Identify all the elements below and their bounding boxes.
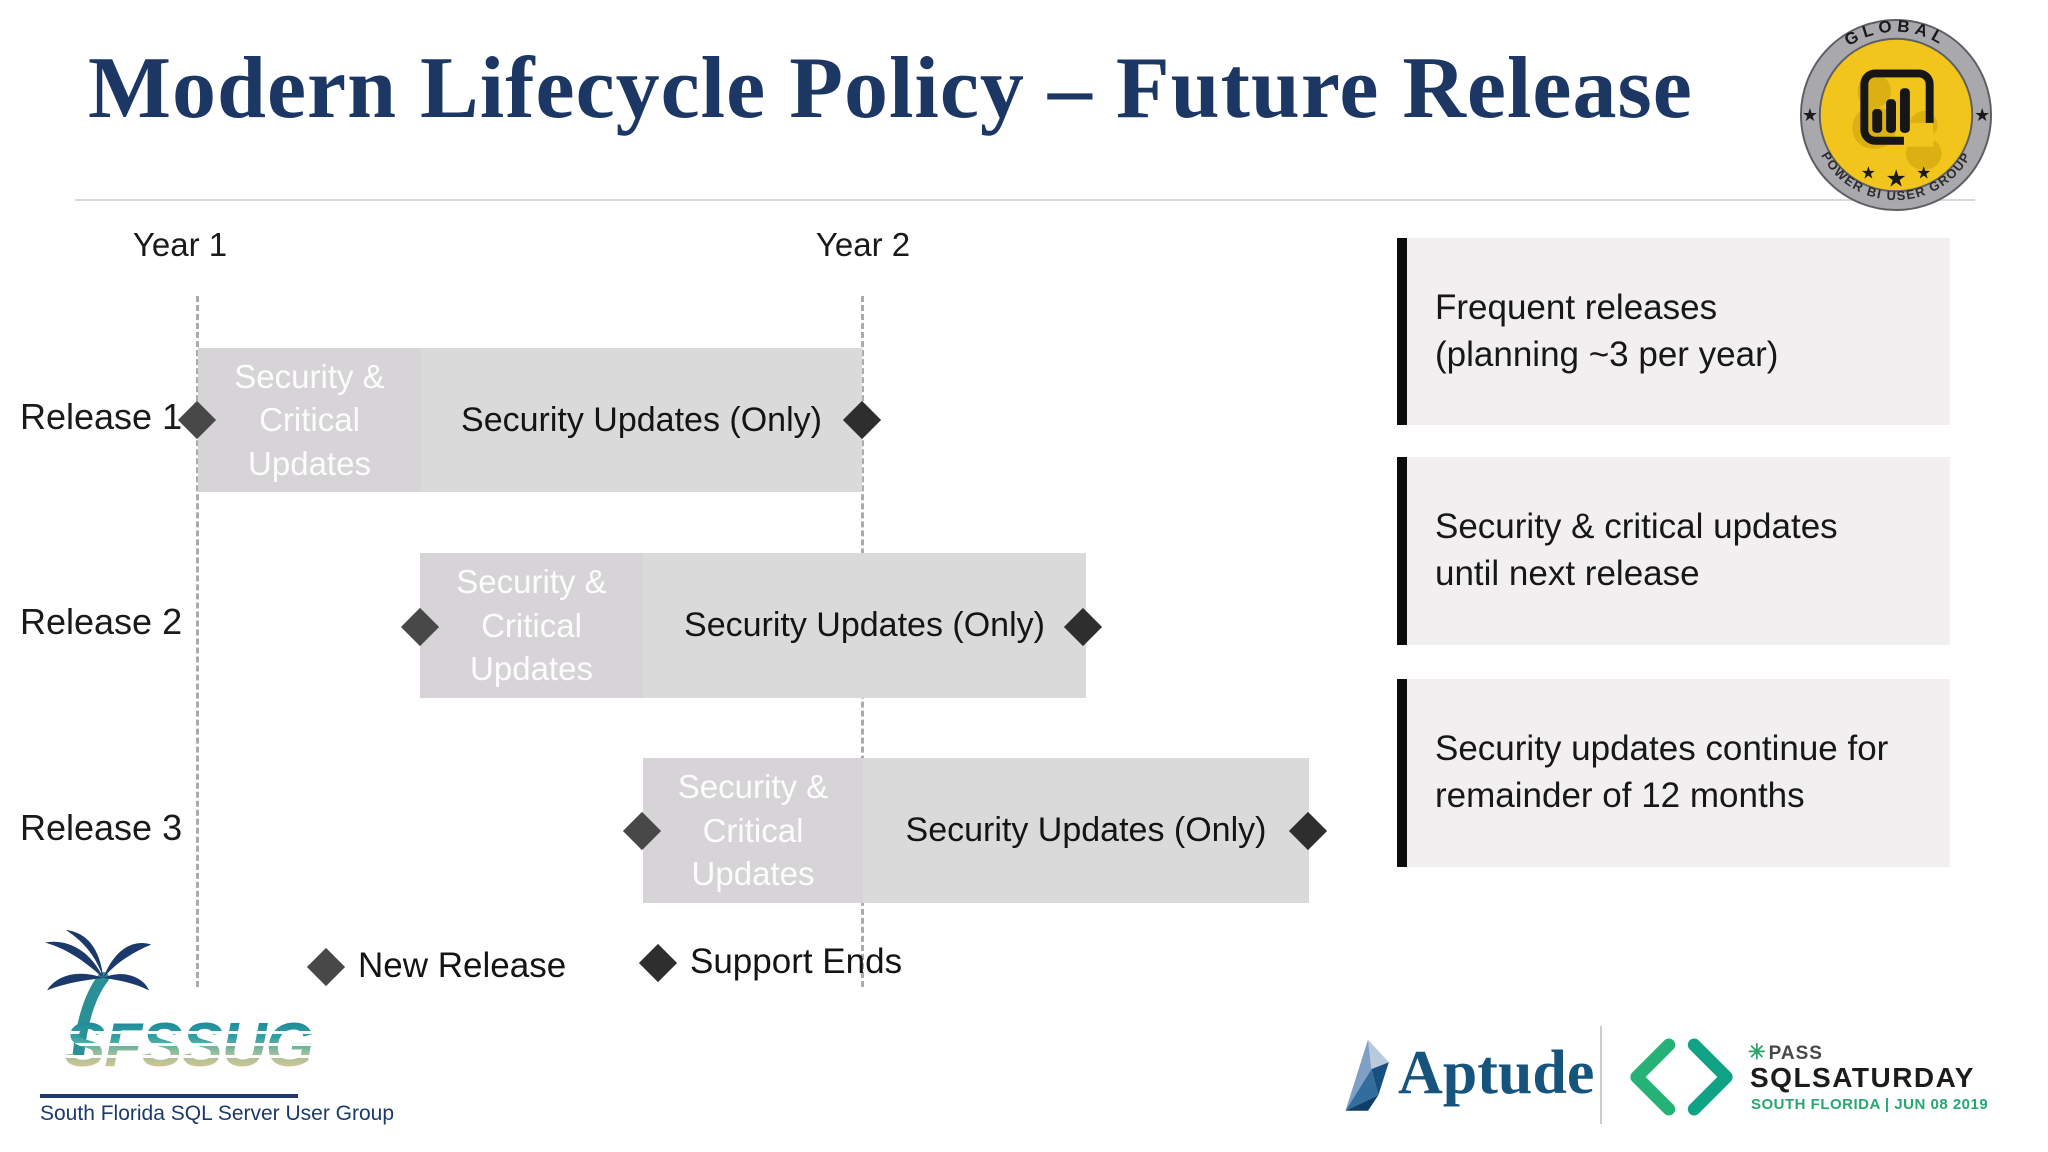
svg-text:★: ★ [1916,163,1931,182]
power-bi-user-group-badge: GLOBAL POWER BI USER GROUP ★★ ★ ★ ★ [1799,16,1993,212]
year-1-label: Year 1 [132,226,228,263]
release-1-critical-updates-bar: Security & Critical Updates [198,348,421,492]
sfssug-logo: SFSSUG South Florida SQL Server User Gro… [36,930,395,1135]
sqlsaturday-wordmark: SQLSATURDAY [1750,1062,1975,1093]
pass-wordmark: PASS [1768,1043,1823,1064]
svg-text:★: ★ [1802,105,1818,125]
callout-frequent-releases: Frequent releases (planning ~3 per year) [1397,238,1950,425]
release-1-label: Release 1 [20,396,183,437]
sqlsaturday-event: SOUTH FLORIDA | JUN 08 2019 [1751,1096,1989,1113]
release-1-security-updates-bar: Security Updates (Only) [421,348,862,492]
callout-critical-updates: Security & critical updates until next r… [1397,457,1950,645]
footer-divider [1600,1026,1602,1124]
release-3-label: Release 3 [20,807,183,848]
legend-support-ends-diamond [638,943,678,983]
svg-text:★: ★ [1861,163,1876,182]
year-1-gridline [196,296,199,987]
sfssug-acronym: SFSSUG [64,1010,313,1081]
release-3-critical-updates-bar: Security & Critical Updates [643,758,863,903]
page-title: Modern Lifecycle Policy – Future Release [88,40,1693,137]
callout-security-updates: Security updates continue for remainder … [1397,679,1950,867]
legend-new-release-label: New Release [358,946,567,985]
svg-text:★: ★ [1974,105,1990,125]
callout-text: Security updates continue for remainder … [1435,729,1889,815]
power-bi-bars-icon [1860,69,1934,147]
aptude-mark-icon [1345,1039,1389,1111]
badge-bottom-stars: ★ ★ ★ [1861,163,1932,192]
sfssug-underline [40,1094,298,1098]
code-brackets-icon [1630,1038,1733,1116]
sfssug-subtitle: South Florida SQL Server User Group [40,1102,395,1125]
year-2-label: Year 2 [815,226,911,263]
title-divider [75,199,1975,201]
callout-text: Frequent releases (planning ~3 per year) [1435,287,1779,374]
callout-text: Security & critical updates until next r… [1435,507,1838,593]
svg-text:★: ★ [1885,165,1906,192]
pass-logo: ✳PASS [1748,1040,1823,1065]
release-2-security-updates-bar: Security Updates (Only) [643,553,1086,698]
release-3-security-updates-bar: Security Updates (Only) [863,758,1309,903]
aptude-wordmark: Aptude [1398,1039,1595,1107]
release-2-critical-updates-bar: Security & Critical Updates [420,553,643,698]
release-2-label: Release 2 [20,601,183,642]
pass-asterisk-icon: ✳ [1748,1041,1767,1064]
badge-side-stars: ★★ [1802,105,1990,125]
legend-support-ends-label: Support Ends [690,942,903,981]
